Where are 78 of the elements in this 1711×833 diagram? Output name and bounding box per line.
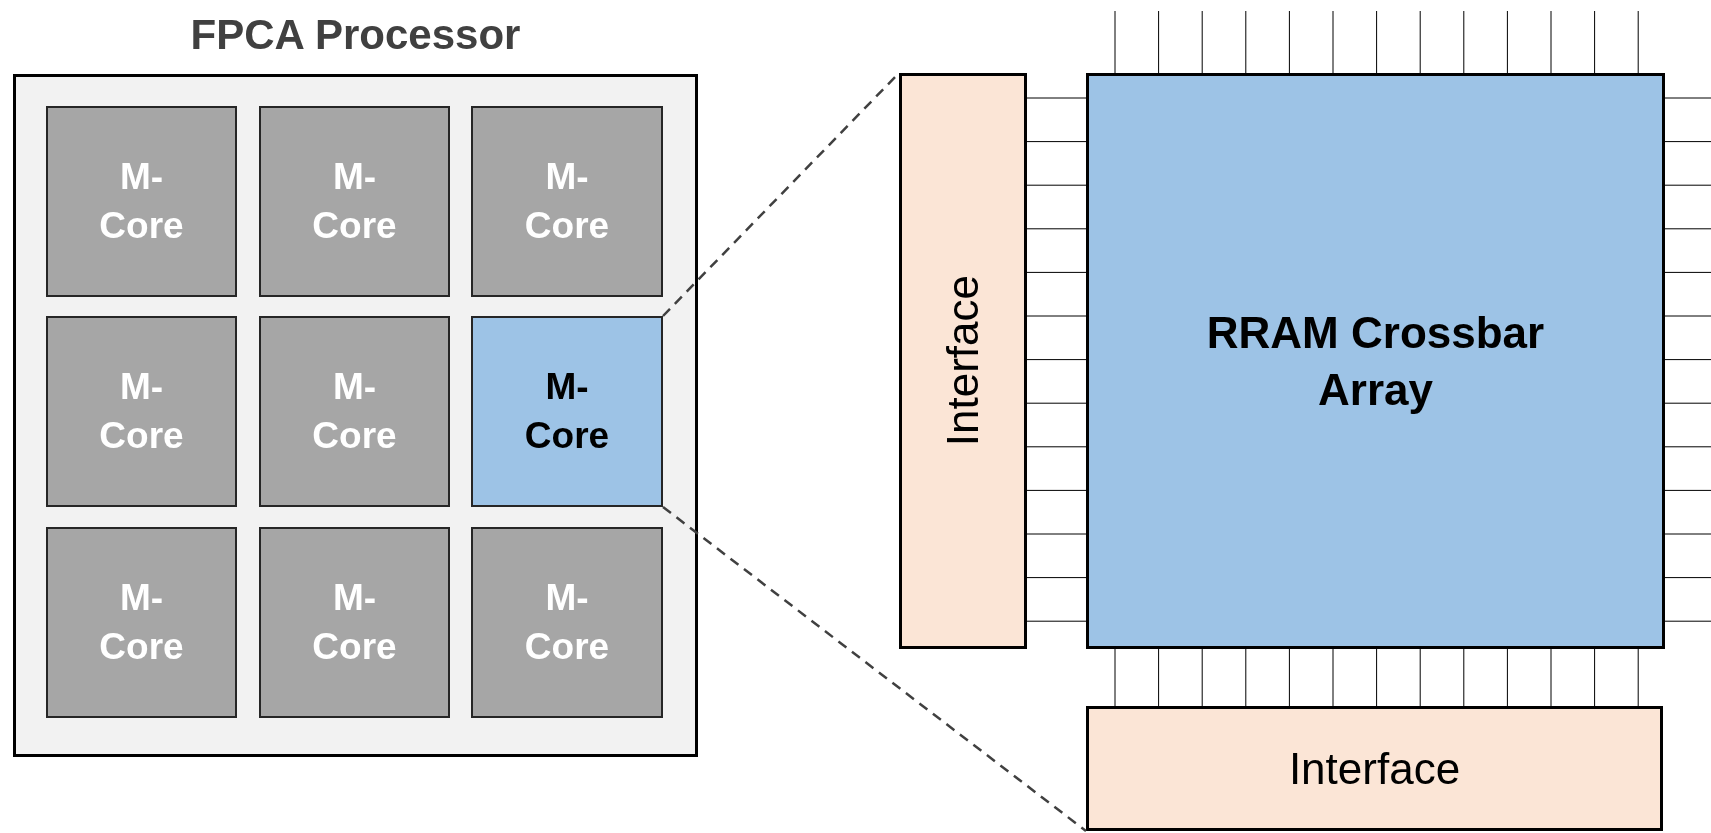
wire — [1506, 648, 1508, 707]
processor-title: FPCA Processor — [189, 11, 522, 59]
core-box — [259, 316, 450, 507]
wire — [1594, 648, 1596, 707]
interface-label: Interface — [937, 275, 989, 447]
core-box — [471, 106, 663, 297]
zoom-line — [662, 506, 1087, 832]
core-box — [471, 527, 663, 718]
wire — [1026, 271, 1087, 273]
wire — [1114, 10, 1116, 74]
interface-box — [899, 73, 1027, 649]
wire — [1026, 141, 1087, 143]
wire — [1637, 10, 1639, 74]
wire — [1664, 489, 1711, 491]
wire — [1026, 97, 1087, 99]
wire — [1419, 10, 1421, 74]
wire — [1026, 446, 1087, 448]
core-label: M-Core — [311, 576, 398, 669]
wire — [1026, 228, 1087, 230]
core-label: M-Core — [523, 155, 611, 248]
interface-box — [1086, 706, 1663, 831]
wire — [1026, 402, 1087, 404]
core-label: M-Core — [98, 155, 185, 248]
core-label: M-Core — [98, 365, 185, 458]
wire — [1664, 577, 1711, 579]
wire — [1550, 10, 1552, 74]
wire — [1419, 648, 1421, 707]
core-box — [46, 527, 237, 718]
wire — [1664, 184, 1711, 186]
wire — [1245, 10, 1247, 74]
wire — [1158, 10, 1160, 74]
wire — [1201, 10, 1203, 74]
wire — [1664, 141, 1711, 143]
wire — [1332, 10, 1334, 74]
crossbar-label: RRAM Crossbar Array — [1205, 306, 1546, 416]
wire — [1026, 620, 1087, 622]
core-box — [259, 106, 450, 297]
core-label: M-Core — [523, 576, 611, 669]
wire — [1158, 648, 1160, 707]
wire — [1026, 315, 1087, 317]
wire — [1288, 10, 1290, 74]
wire — [1245, 648, 1247, 707]
crossbar-array-box — [1086, 73, 1665, 649]
wire — [1664, 359, 1711, 361]
wire — [1550, 648, 1552, 707]
core-label: M-Core — [311, 155, 398, 248]
wire — [1664, 97, 1711, 99]
wire — [1114, 648, 1116, 707]
wire — [1026, 577, 1087, 579]
wire — [1637, 648, 1639, 707]
wire — [1664, 446, 1711, 448]
core-label: M-Core — [98, 576, 185, 669]
wire — [1463, 10, 1465, 74]
interface-label: Interface — [1288, 742, 1461, 795]
wire — [1664, 402, 1711, 404]
core-box — [259, 527, 450, 718]
core-label: M-Core — [523, 365, 611, 458]
wire — [1594, 10, 1596, 74]
wire — [1376, 10, 1378, 74]
wire — [1664, 315, 1711, 317]
wire — [1026, 184, 1087, 186]
wire — [1664, 228, 1711, 230]
wire — [1026, 359, 1087, 361]
wire — [1026, 489, 1087, 491]
wire — [1332, 648, 1334, 707]
core-label: M-Core — [311, 365, 398, 458]
wire — [1201, 648, 1203, 707]
core-box — [46, 316, 237, 507]
core-box — [471, 316, 663, 507]
core-box — [46, 106, 237, 297]
wire — [1664, 620, 1711, 622]
wire — [1463, 648, 1465, 707]
wire — [1376, 648, 1378, 707]
wire — [1288, 648, 1290, 707]
wire — [1026, 533, 1087, 535]
wire — [1664, 271, 1711, 273]
wire — [1506, 10, 1508, 74]
wire — [1664, 533, 1711, 535]
